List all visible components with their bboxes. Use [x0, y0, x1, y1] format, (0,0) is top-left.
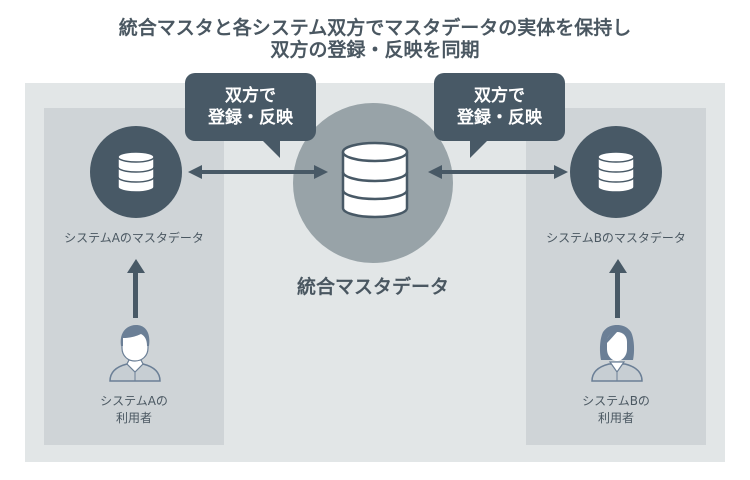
diagram-title-line1: 統合マスタと各システム双方でマスタデータの実体を保持し: [118, 17, 632, 39]
system-b-master-label: システムBのマスタデータ: [546, 231, 686, 245]
up-arrow-system-a: [127, 259, 145, 318]
system-b-user-label-line1: システムBの: [582, 394, 650, 408]
bubble-line1: 双方で: [474, 86, 525, 106]
system-a-user-label-line1: システムAの: [100, 394, 168, 408]
bubble-line1: 双方で: [225, 86, 276, 106]
diagram-title-line2: 双方の登録・反映を同期: [270, 39, 480, 61]
bidirectional-arrow-right: [428, 165, 568, 179]
bubble-tail-left: [262, 140, 280, 158]
bubble-line2: 登録・反映: [208, 108, 293, 128]
male-user-icon: [109, 325, 161, 382]
system-b-user-label-line2: 利用者: [597, 411, 634, 425]
female-user-icon: [591, 325, 643, 382]
system-a-master-label: システムAのマスタデータ: [64, 231, 204, 245]
database-icon: [341, 141, 409, 219]
system-a-user-label-line2: 利用者: [115, 411, 152, 425]
bubble-tail-right: [470, 140, 488, 158]
bidirectional-arrow-left: [188, 165, 328, 179]
bubble-line2: 登録・反映: [457, 108, 542, 128]
database-icon: [597, 151, 635, 193]
sync-bubble-left: 双方で 登録・反映: [185, 73, 316, 141]
sync-bubble-right: 双方で 登録・反映: [434, 73, 565, 141]
up-arrow-system-b: [609, 259, 627, 318]
integrated-master-label: 統合マスタデータ: [296, 276, 449, 298]
database-icon: [117, 151, 155, 193]
